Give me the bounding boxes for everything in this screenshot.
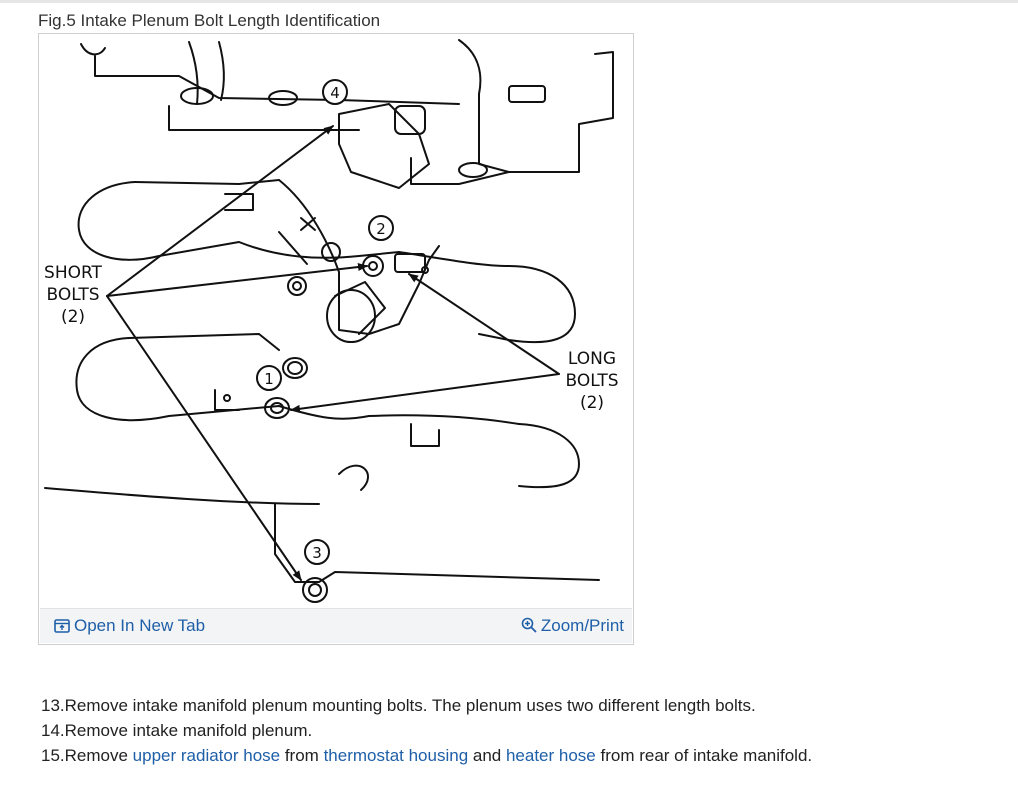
figure-toolbar: Open In New Tab Zoom/Print <box>40 608 632 643</box>
long-bolts-label-line1: LONG <box>568 349 616 369</box>
step-15: 15.Remove upper radiator hose from therm… <box>41 743 812 768</box>
callout-2-circle <box>368 215 394 241</box>
figure-caption: Fig.5 Intake Plenum Bolt Length Identifi… <box>38 11 381 30</box>
open-new-tab-icon <box>54 619 70 633</box>
step-text: from rear of intake manifold. <box>595 746 813 765</box>
zoom-print-link[interactable]: Zoom/Print <box>521 616 624 636</box>
callout-2: 2 <box>376 220 386 238</box>
thermostat-housing-link[interactable]: thermostat housing <box>323 746 469 765</box>
long-bolts-count: (2) <box>580 393 604 413</box>
open-new-tab-label: Open In New Tab <box>74 616 206 635</box>
top-divider <box>0 0 1018 3</box>
open-new-tab-link[interactable]: Open In New Tab <box>54 616 205 636</box>
short-bolts-label-line2: BOLTS <box>46 285 99 305</box>
callout-1-circle <box>256 365 282 391</box>
upper-radiator-hose-link[interactable]: upper radiator hose <box>132 746 281 765</box>
plenum-diagram: 4 2 1 3 SHORT BOLTS (2) LONG BOLTS (2) <box>44 39 619 603</box>
zoom-print-label: Zoom/Print <box>540 616 624 635</box>
callout-4: 4 <box>330 84 340 102</box>
callout-3: 3 <box>312 544 322 562</box>
step-text: Remove intake manifold plenum mounting b… <box>64 696 756 715</box>
callout-4-circle <box>322 79 348 105</box>
step-text: Remove intake manifold plenum. <box>64 721 313 740</box>
figure-panel: 4 2 1 3 SHORT BOLTS (2) LONG BOLTS (2) O… <box>38 33 634 645</box>
heater-hose-link[interactable]: heater hose <box>505 746 596 765</box>
step-number: 15. <box>41 746 65 765</box>
short-bolts-label-line1: SHORT <box>44 263 103 283</box>
step-13: 13.Remove intake manifold plenum mountin… <box>41 693 812 718</box>
short-bolts-count: (2) <box>61 307 85 327</box>
zoom-in-icon <box>521 617 537 633</box>
step-number: 14. <box>41 721 65 740</box>
step-text: Remove <box>64 746 133 765</box>
step-14: 14.Remove intake manifold plenum. <box>41 718 812 743</box>
long-bolts-label-line2: BOLTS <box>565 371 618 391</box>
callout-1: 1 <box>264 370 274 388</box>
instruction-steps: 13.Remove intake manifold plenum mountin… <box>41 693 812 768</box>
callout-3-circle <box>304 539 330 565</box>
step-text: and <box>468 746 506 765</box>
step-text: from <box>280 746 324 765</box>
step-number: 13. <box>41 696 65 715</box>
